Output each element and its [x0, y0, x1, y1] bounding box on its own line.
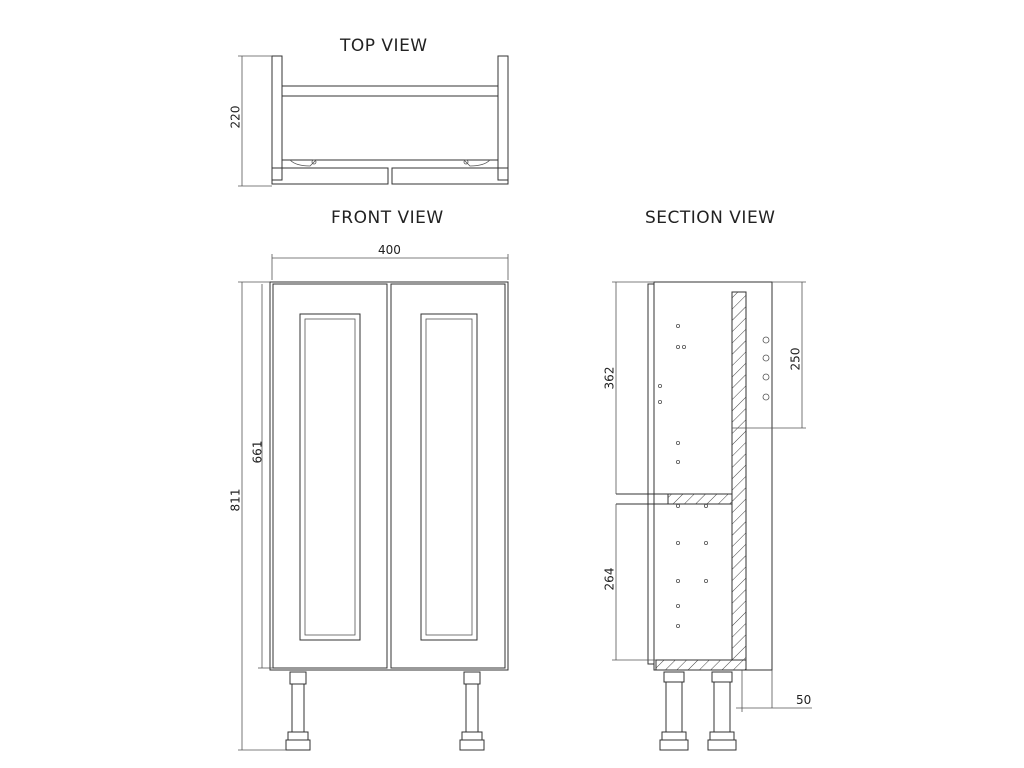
section-view-title: SECTION VIEW: [645, 208, 776, 228]
front-view-title: FRONT VIEW: [331, 208, 444, 228]
front-door-dim: 661: [250, 440, 265, 464]
top-depth-dim: 220: [228, 105, 243, 129]
section-lower-dim: 264: [602, 567, 617, 591]
top-view-title: TOP VIEW: [340, 36, 428, 56]
section-view: [612, 281, 812, 751]
front-height-dim: 811: [228, 488, 243, 512]
front-view: [238, 254, 509, 751]
top-view: [238, 55, 509, 187]
section-side-dim: 250: [788, 347, 803, 371]
section-foot-dim: 50: [796, 693, 812, 707]
front-width-dim: 400: [378, 243, 401, 257]
section-upper-dim: 362: [602, 366, 617, 390]
